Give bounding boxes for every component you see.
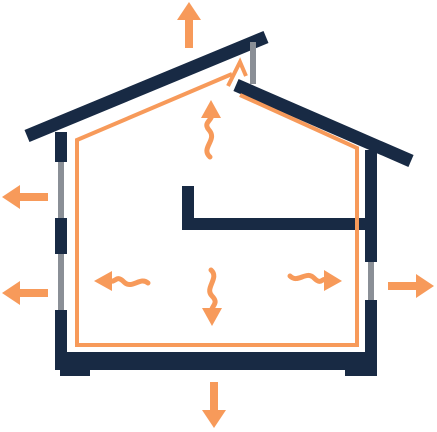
interior-ceiling-post — [182, 186, 194, 230]
left-wall-top — [55, 132, 67, 162]
airflow-arrows — [94, 100, 342, 326]
right-wall-top — [365, 150, 377, 262]
insulation-line — [75, 72, 359, 347]
foundation-left — [60, 360, 90, 376]
interior-ceiling — [182, 218, 365, 230]
house-structure — [24, 30, 414, 376]
right-window — [368, 262, 374, 300]
left-window-upper — [58, 162, 64, 218]
insulation-envelope — [75, 57, 359, 347]
wavy-airflow-arrow-icon — [287, 270, 342, 291]
heat-flow-arrow-icon — [388, 274, 434, 298]
wavy-airflow-arrow-icon — [202, 267, 222, 326]
heat-flow-arrow-icon — [2, 185, 48, 209]
windows — [58, 42, 374, 310]
roof-left-slope — [24, 30, 269, 143]
heat-flow-arrow-icon — [177, 2, 201, 48]
clerestory-window — [250, 42, 256, 84]
heat-flow-arrows — [2, 2, 434, 428]
heat-flow-arrow-icon — [202, 382, 226, 428]
foundation-right — [345, 360, 377, 376]
heat-flow-arrow-icon — [2, 281, 48, 305]
wavy-airflow-arrow-icon — [94, 271, 151, 291]
floor-slab — [55, 352, 377, 370]
insulation-line-clerestory — [226, 57, 248, 87]
left-wall-middle — [55, 218, 67, 254]
roof-right-slope — [233, 79, 414, 167]
wavy-airflow-arrow-icon — [201, 100, 221, 160]
left-window-lower — [58, 254, 64, 310]
